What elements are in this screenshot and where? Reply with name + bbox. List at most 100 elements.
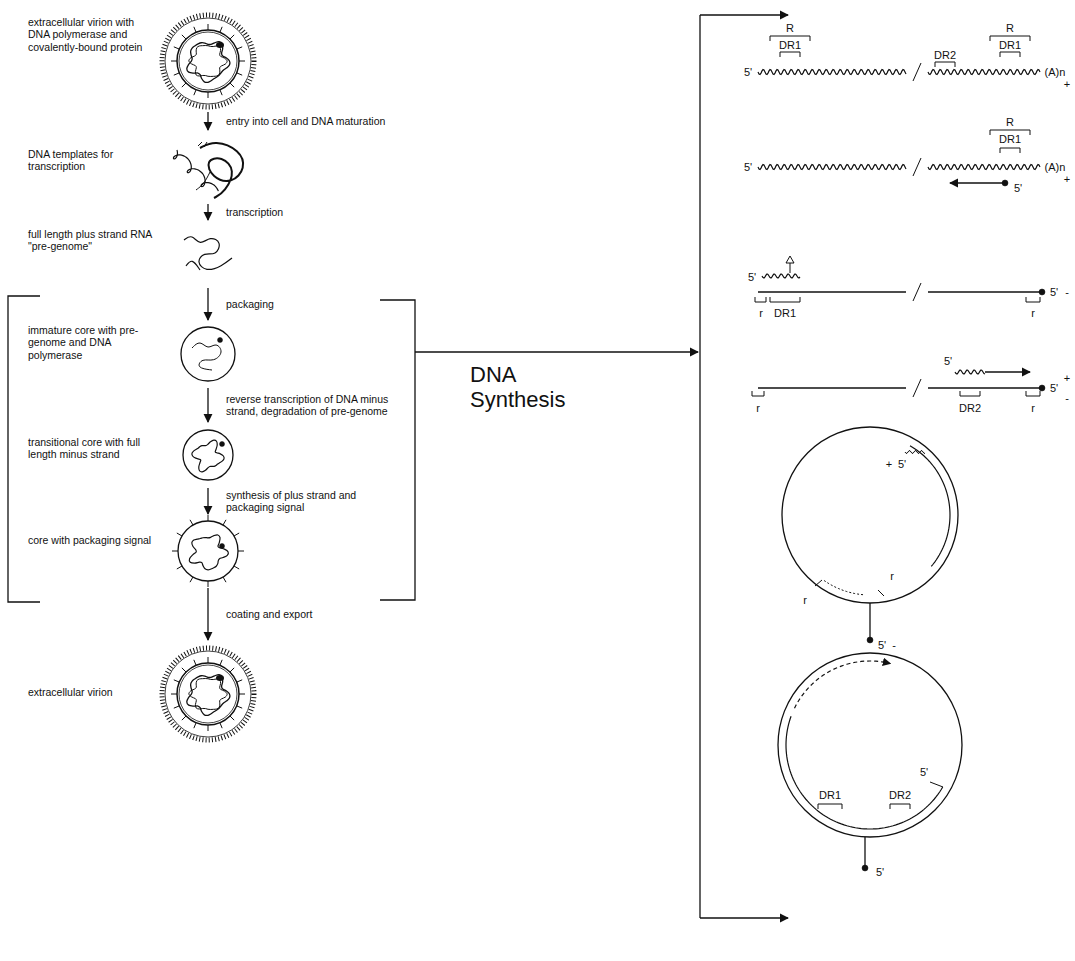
sequence-label: r <box>756 403 760 414</box>
step-label: entry into cell and DNA maturation <box>224 115 387 127</box>
step-label: packaging <box>224 298 276 310</box>
dna-template <box>196 172 210 190</box>
stage-bracket <box>380 300 415 600</box>
terminal-repeat <box>824 581 863 595</box>
rna-primer <box>955 370 985 374</box>
region-bracket <box>1000 52 1020 57</box>
step-label: transcription <box>224 206 285 218</box>
minus-strand <box>928 291 1040 292</box>
plus-strand-extension <box>795 661 891 708</box>
polymerase <box>216 42 224 48</box>
rna-primer <box>762 274 800 278</box>
stage-arrow <box>207 204 208 220</box>
region-bracket <box>935 62 955 67</box>
pregenome <box>192 343 221 370</box>
sequence-label: DR2 <box>959 403 981 414</box>
spike <box>171 24 245 98</box>
rna-primer <box>905 451 925 454</box>
break-mark <box>913 379 921 397</box>
minus-strand <box>950 182 1004 183</box>
plus-strand <box>786 716 943 829</box>
genome <box>187 675 230 716</box>
stage-node: extracellular virion with DNA polymerase… <box>28 12 268 110</box>
rna-strand <box>928 70 1040 75</box>
region-bracket <box>780 52 800 57</box>
genome <box>189 46 227 77</box>
region-bracket <box>818 804 842 809</box>
terminal-dot <box>220 442 225 447</box>
stage-label: transitional core with full length minus… <box>28 436 152 461</box>
stage-arrow <box>207 112 208 130</box>
sequence-label: + <box>1064 373 1070 384</box>
stage-node: core with packaging signal <box>28 516 268 586</box>
stage-node: immature core with pre-genome and DNA po… <box>28 322 268 386</box>
sequence-label: 5' <box>920 767 928 778</box>
sequence-label: DR1 <box>999 134 1021 145</box>
core-shell <box>178 521 238 581</box>
terminal-dot <box>1002 180 1008 186</box>
step-label: synthesis of plus strand and packaging s… <box>224 489 406 514</box>
genome <box>189 679 227 710</box>
sequence-label: - <box>1065 393 1069 404</box>
stage-arrow <box>207 388 208 422</box>
cap-mark <box>790 263 791 273</box>
terminal-dot <box>1039 385 1045 391</box>
strand-hook <box>930 782 943 787</box>
genome <box>189 535 228 570</box>
sequence-label: - <box>892 640 896 651</box>
sequence-label: 5' <box>878 640 886 651</box>
sequence-label: DR1 <box>999 40 1021 51</box>
sequence-label: 5' <box>876 867 884 878</box>
sequence-label: + <box>1064 79 1070 90</box>
stage-arrow <box>207 288 208 320</box>
sequence-label: 5' <box>1050 383 1058 394</box>
genome <box>187 42 230 83</box>
sequence-label: R <box>1006 117 1014 128</box>
process-heading: DNA Synthesis <box>470 362 580 413</box>
sequence-label: DR1 <box>774 308 796 319</box>
terminal-repeat <box>815 580 884 596</box>
terminal-dot <box>1039 289 1045 295</box>
terminal-dot <box>867 637 873 643</box>
stage-node: extracellular virion <box>28 642 268 746</box>
region-bracket <box>770 297 800 302</box>
sequence-label: 5' <box>1014 183 1022 194</box>
sequence-label: DR2 <box>934 50 956 61</box>
stage-node: transitional core with full length minus… <box>28 424 268 486</box>
region-bracket <box>752 391 764 396</box>
step-label: reverse transcription of DNA minus stran… <box>224 393 406 418</box>
sequence-label: 5' <box>898 459 906 470</box>
stage-label: extracellular virion <box>28 686 152 698</box>
core-shell <box>181 327 235 381</box>
sequence-label: + <box>1064 174 1070 185</box>
envelope <box>162 648 254 740</box>
minus-strand <box>782 427 958 603</box>
envelope <box>162 15 254 107</box>
sequence-label: DR1 <box>819 790 841 801</box>
sequence-label: R <box>786 23 794 34</box>
rna-strand <box>928 165 1040 170</box>
stage-arrow <box>207 488 208 514</box>
stage-node: DNA templates for transcription <box>28 132 268 202</box>
sequence-label: 5' <box>1050 287 1058 298</box>
plus-strand <box>985 371 1030 372</box>
region-bracket <box>960 391 980 396</box>
core-shell <box>183 430 233 480</box>
panel-arrow <box>700 14 788 15</box>
core-shell <box>177 663 239 725</box>
region-bracket <box>755 297 766 302</box>
sequence-label: 5' <box>944 356 952 367</box>
sequence-label: r <box>759 308 763 319</box>
sequence-label: - <box>1065 287 1069 298</box>
spike <box>172 515 244 587</box>
sequence-label: (A)n <box>1045 162 1066 173</box>
region-bracket <box>1000 148 1020 153</box>
panel-bracket <box>699 15 700 918</box>
core-shell <box>179 665 237 723</box>
minus-strand <box>778 653 962 837</box>
sequence-label: DR1 <box>779 40 801 51</box>
strand-tail <box>864 837 865 866</box>
dna-template <box>173 150 218 191</box>
sequence-label: r <box>803 595 807 606</box>
